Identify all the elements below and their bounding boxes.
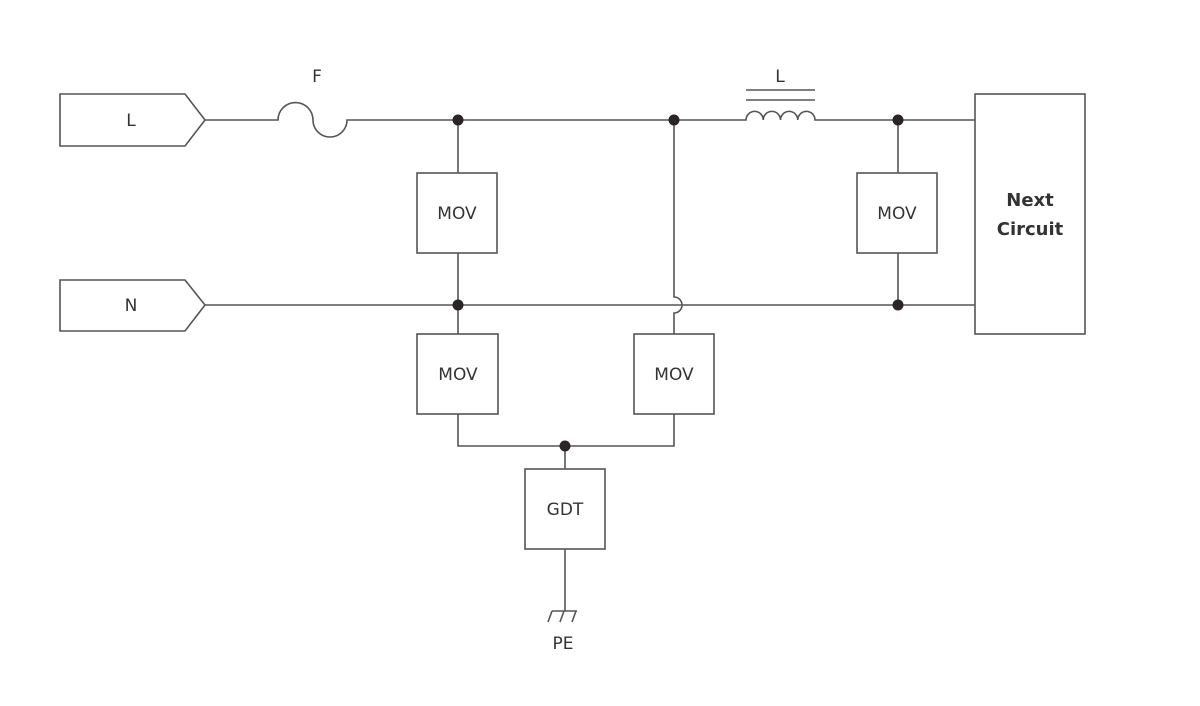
mov-label: MOV xyxy=(654,365,694,385)
line-terminal: L xyxy=(59,93,207,147)
line-terminal-label: L xyxy=(126,111,136,131)
junction-dot xyxy=(452,299,464,311)
junction-dot xyxy=(892,299,904,311)
mov-top-left: MOV xyxy=(416,172,498,254)
mov-bottom-left: MOV xyxy=(416,333,499,415)
inductor-core xyxy=(746,89,815,101)
next-circuit-label-1: Next xyxy=(1006,190,1054,211)
junction-dot xyxy=(559,440,571,452)
wire-jump xyxy=(673,120,683,334)
gdt-label: GDT xyxy=(547,500,584,520)
gdt: GDT xyxy=(524,468,606,550)
junction-dot xyxy=(668,114,680,126)
mov-label: MOV xyxy=(877,204,917,224)
mov-label: MOV xyxy=(437,204,477,224)
junction-dots xyxy=(452,114,904,452)
mov-top-right: MOV xyxy=(856,172,938,254)
next-circuit-box: Next Circuit xyxy=(974,93,1086,335)
junction-dot xyxy=(892,114,904,126)
mov-bottom-right: MOV xyxy=(633,333,715,415)
fuse-label: F xyxy=(312,67,322,87)
next-circuit-label-2: Circuit xyxy=(997,219,1064,240)
ground-label: PE xyxy=(553,634,574,654)
junction-dot xyxy=(452,114,464,126)
ground-icon xyxy=(547,610,577,623)
neutral-terminal-label: N xyxy=(125,296,138,316)
neutral-terminal: N xyxy=(59,279,207,332)
mov-label: MOV xyxy=(438,365,478,385)
inductor-label: L xyxy=(775,67,785,87)
line-wire xyxy=(205,101,975,138)
